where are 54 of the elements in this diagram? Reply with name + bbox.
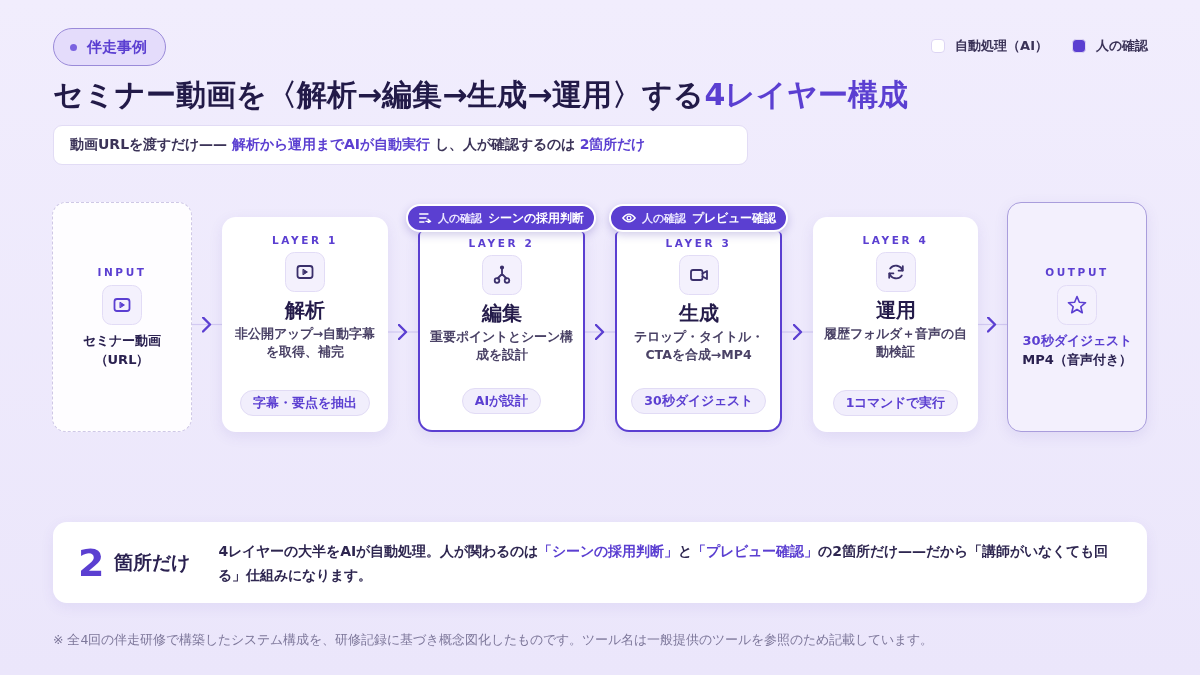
tag-pill (631, 388, 766, 414)
section-label: INPUT (97, 265, 147, 279)
layer-label: LAYER 4 (862, 233, 929, 247)
output-card (1007, 202, 1147, 432)
lead-banner (53, 125, 748, 165)
case-study-label: 伴走事例 (87, 37, 147, 57)
layer-description: 履歴フォルダ＋音声の自動検証 (823, 325, 968, 361)
layer-title: 解析 (285, 298, 325, 322)
layer-title: 生成 (678, 301, 719, 325)
layer-description: テロップ・タイトル・CTAを合成→MP4 (632, 328, 765, 364)
flow-arrow (387, 323, 419, 341)
footnote: ※ 全4回の伴走研修で構築したシステム構成を、研修記録に基づき概念図化したものです。ツール名は一般提供のツールを参照のため記載しています。 (53, 632, 934, 649)
flow-arrow (977, 316, 1008, 333)
output-highlight: 30秒ダイジェスト (1022, 332, 1132, 350)
tag-pill (832, 390, 959, 416)
layer-card (222, 217, 388, 432)
tag-text: 30秒ダイジェスト (644, 393, 753, 409)
layer-label: LAYER 3 (665, 236, 732, 250)
badge-label: 人の確認 (437, 210, 482, 226)
tag-pill (461, 388, 542, 414)
case-study-pill (53, 28, 166, 66)
tag-text: 字幕・要点を抽出 (253, 395, 357, 411)
summary-text: 4レイヤーの大半をAIが自動処理。人が関わるのは「シーンの採用判断」と「プレビュー確認」の2箇所だけ——だから「講師がいなくても回る」仕組みになります。 (218, 541, 1109, 585)
output-text: MP4（音声付き） (1022, 351, 1132, 369)
layer-label: LAYER 1 (272, 233, 338, 247)
count-unit: 箇所だけ (114, 549, 191, 575)
review-badge (406, 204, 596, 232)
count-number: 2 (78, 542, 105, 583)
input-card (52, 202, 192, 432)
tag-text: 1コマンドで実行 (845, 395, 946, 411)
layer-card (615, 232, 782, 432)
legend-label: 人の確認 (1096, 37, 1148, 55)
layer-card (418, 232, 585, 432)
layer-label: LAYER 2 (468, 236, 535, 250)
layer-title: 編集 (481, 301, 522, 325)
tag-pill (240, 390, 370, 416)
layer-description: 重要ポイントとシーン構成を設計 (429, 328, 574, 364)
legend-label: 自動処理（AI） (955, 37, 1048, 55)
summary-panel (53, 522, 1147, 603)
layer-card (813, 217, 978, 432)
io-text: セミナー動画（URL） (82, 332, 162, 369)
flow-arrow (584, 323, 616, 341)
lead-sentence: 動画URLを渡すだけ—— 解析から運用までAIが自動実行 し、人が確認するのは 2箇所だけ (70, 136, 646, 154)
flow-arrow (781, 323, 814, 341)
review-badge (609, 204, 788, 232)
flow-arrow (191, 316, 223, 333)
badge-label: 人の確認 (641, 210, 686, 226)
page-title: セミナー動画を〈解析→編集→生成→運用〉する4レイヤー構成 (53, 76, 909, 114)
layer-title: 運用 (875, 298, 916, 322)
layer-description: 非公開アップ→自動字幕を取得、補完 (233, 325, 377, 361)
tag-text: AIが設計 (474, 393, 529, 409)
review-step-text: プレビュー確認 (691, 209, 776, 227)
review-step-text: シーンの採用判断 (487, 209, 584, 227)
section-label: OUTPUT (1045, 265, 1109, 279)
